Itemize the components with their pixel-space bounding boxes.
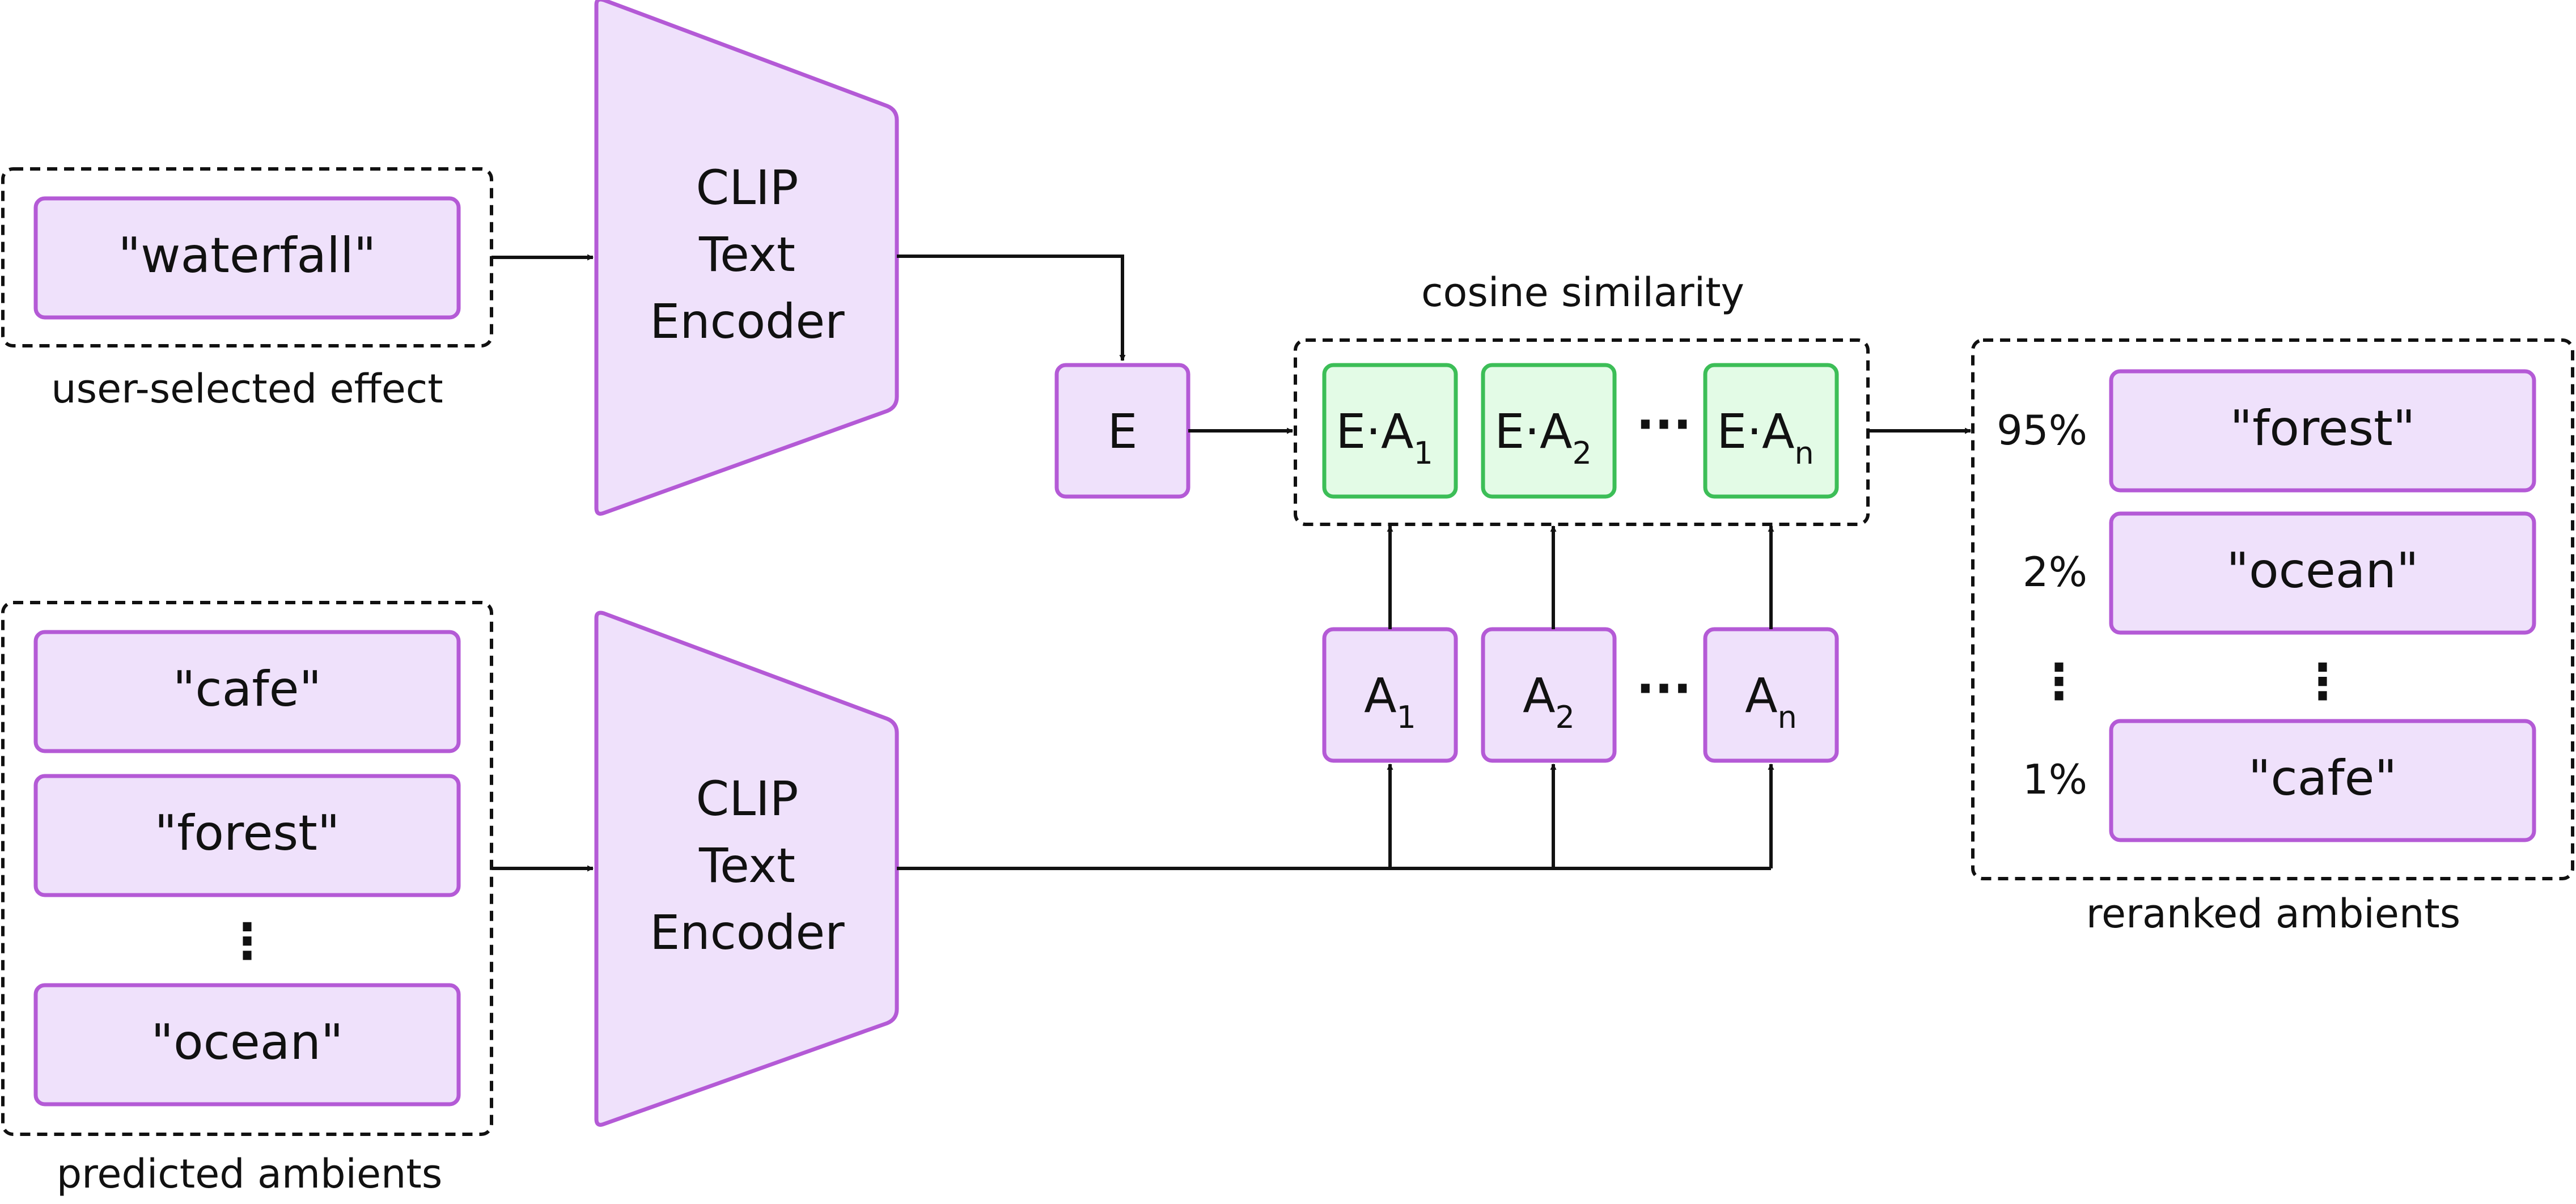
predicted-group-label: predicted ambients <box>57 1151 443 1197</box>
effect-group-label: user-selected effect <box>51 366 443 412</box>
ambient-box-2-text: A2 <box>1523 668 1575 735</box>
cosine-box-2-text: E·A2 <box>1494 404 1592 471</box>
effect-item-box <box>33 196 461 320</box>
reranked-item-box <box>2109 511 2536 635</box>
reranked-item-text: "forest" <box>2230 400 2416 457</box>
predicted-item-text: "forest" <box>155 805 340 862</box>
ambient-box-2 <box>1481 627 1617 763</box>
predicted-item-box <box>33 630 461 753</box>
cosine-label: cosine similarity <box>1421 269 1744 316</box>
top-encoder-line: CLIP <box>696 160 799 215</box>
bottom-encoder-trapezoid <box>594 611 899 1127</box>
top-encoder-line: Encoder <box>650 294 845 349</box>
reranked-item-box <box>2109 369 2536 493</box>
cosine-ellipsis: ··· <box>1636 396 1692 453</box>
reranked-item-box <box>2109 719 2536 842</box>
ambient-box-1-text: A1 <box>1364 668 1416 735</box>
e-box-text: E <box>1107 404 1137 459</box>
reranked-pct: 2% <box>2023 548 2087 596</box>
cosine-box-2 <box>1481 363 1617 499</box>
reranked-pct-ellipsis: ⋮ <box>2035 654 2083 710</box>
reranked-group-border <box>1971 338 2574 880</box>
reranked-item-text: "ocean" <box>2226 542 2418 599</box>
arrow-encoder-to-e <box>897 255 1126 362</box>
reranked-group-label: reranked ambients <box>2086 891 2460 937</box>
reranked-item-ellipsis: ⋮ <box>2298 654 2347 710</box>
bottom-encoder-line: CLIP <box>696 771 799 826</box>
cosine-box-n <box>1703 363 1839 499</box>
predicted-item-text: "cafe" <box>173 661 321 718</box>
predicted-ellipsis: ⋮ <box>223 913 272 970</box>
reranked-pct: 1% <box>2023 756 2087 803</box>
bottom-encoder-line: Encoder <box>650 905 845 960</box>
bottom-encoder-line: Text <box>698 838 795 893</box>
ambient-box-n-text: An <box>1745 668 1797 735</box>
reranked-pct: 95% <box>1997 406 2087 454</box>
reranked-item-text: "cafe" <box>2248 750 2397 807</box>
effect-item-text: "waterfall" <box>118 227 376 284</box>
top-encoder-trapezoid <box>594 0 899 516</box>
predicted-item-box <box>33 983 461 1107</box>
ambient-ellipsis: ··· <box>1636 660 1692 717</box>
predicted-item-text: "ocean" <box>151 1014 343 1071</box>
cosine-box-1-text: E·A1 <box>1336 404 1433 471</box>
predicted-item-box <box>33 774 461 897</box>
cosine-box-1 <box>1322 363 1458 499</box>
top-encoder-line: Text <box>698 227 795 282</box>
cosine-box-n-text: E·An <box>1717 404 1814 471</box>
